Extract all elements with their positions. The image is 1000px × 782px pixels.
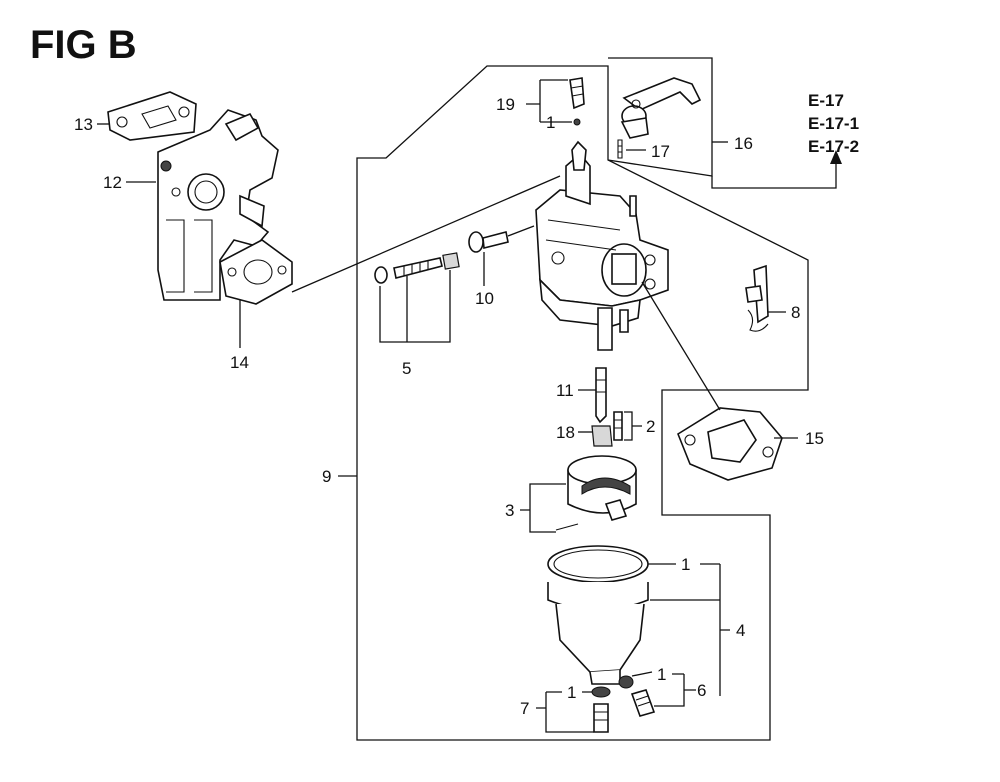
callout-2: 2 bbox=[646, 417, 655, 436]
callout-3: 3 bbox=[505, 501, 514, 520]
washer-6 bbox=[618, 675, 634, 689]
callout-7: 7 bbox=[520, 699, 529, 718]
group-9-outline bbox=[356, 65, 809, 741]
bracket-8 bbox=[745, 264, 769, 332]
callout-12: 12 bbox=[103, 173, 122, 192]
figure-title: FIG B bbox=[30, 23, 137, 67]
callout-15: 15 bbox=[805, 429, 824, 448]
callout-13: 13 bbox=[74, 115, 93, 134]
jet-18 bbox=[591, 425, 613, 447]
washer-7 bbox=[591, 686, 611, 698]
spring-17 bbox=[617, 139, 623, 159]
callout-11: 11 bbox=[556, 381, 574, 400]
callout-4-1: 1 bbox=[681, 555, 690, 574]
gasket-15 bbox=[677, 407, 783, 481]
callout-8: 8 bbox=[791, 303, 800, 322]
callout-14: 14 bbox=[230, 353, 249, 372]
callout-6-1: 1 bbox=[657, 665, 666, 684]
screw-19 bbox=[569, 77, 585, 126]
bolt-7 bbox=[593, 703, 609, 733]
callout-4: 4 bbox=[736, 621, 745, 640]
callout-16: 16 bbox=[734, 134, 753, 153]
gasket-14 bbox=[219, 239, 293, 305]
callout-5: 5 bbox=[402, 359, 411, 378]
callout-19-1: 1 bbox=[546, 113, 555, 132]
callout-10: 10 bbox=[475, 289, 494, 308]
carburetor-body bbox=[535, 140, 669, 351]
leader-lines bbox=[97, 79, 798, 733]
ref-code-e17: E-17 bbox=[808, 91, 844, 110]
callout-7-1: 1 bbox=[567, 683, 576, 702]
ref-code-e17-2: E-17-2 bbox=[808, 137, 859, 156]
ref-code-e17-1: E-17-1 bbox=[808, 114, 859, 133]
float-3 bbox=[555, 455, 637, 531]
pilot-screw-5 bbox=[374, 252, 460, 284]
float-bowl-4 bbox=[547, 545, 649, 685]
throttle-lever-16 bbox=[620, 77, 702, 139]
ref-arrow-line bbox=[711, 160, 837, 189]
callout-18: 18 bbox=[556, 423, 575, 442]
needle-11 bbox=[595, 367, 607, 424]
group-16-box bbox=[607, 57, 713, 177]
gasket-13 bbox=[107, 91, 197, 141]
screw-10 bbox=[468, 231, 509, 253]
reference-codes: E-17 E-17-1 E-17-2 bbox=[808, 91, 859, 156]
insulator-12 bbox=[157, 109, 279, 301]
callout-6: 6 bbox=[697, 681, 706, 700]
ref-arrow-head bbox=[830, 150, 842, 164]
callout-17: 17 bbox=[651, 142, 670, 161]
callout-9: 9 bbox=[322, 467, 331, 486]
screw-2 bbox=[613, 411, 623, 441]
callout-19: 19 bbox=[496, 95, 515, 114]
bolt-6 bbox=[630, 689, 656, 717]
callout-labels: 13 12 14 5 10 19 1 16 17 8 15 11 18 2 3 … bbox=[74, 95, 824, 718]
